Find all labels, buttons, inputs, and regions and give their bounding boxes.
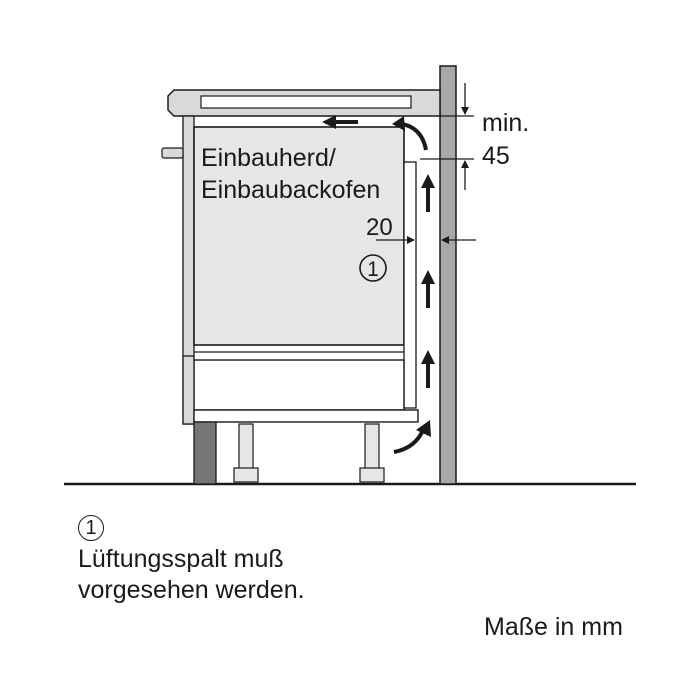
leg-foot <box>359 467 385 483</box>
worktop <box>167 89 441 117</box>
plinth-left <box>193 421 217 485</box>
base-shelf <box>193 409 419 423</box>
min-value-label: 45 <box>482 142 510 170</box>
gap-value-label: 20 <box>366 214 393 241</box>
appliance-right-trim <box>403 161 417 409</box>
airflow-arrow-up-icon <box>421 174 435 212</box>
appliance-body <box>193 126 405 346</box>
legend-line2: vorgesehen werden. <box>78 576 305 604</box>
min-label: min. <box>482 109 529 137</box>
appliance-label-line2: Einbaubackofen <box>201 176 380 204</box>
airflow-arrow-up-icon <box>421 270 435 308</box>
legend-line1: Lüftungsspalt muß <box>78 545 284 573</box>
units-note: Maße in mm <box>484 613 623 641</box>
airflow-arrow-left-icon <box>322 115 358 129</box>
drawer-front <box>182 355 195 425</box>
airflow-arrow-up-icon <box>421 350 435 388</box>
oven-handle <box>161 147 184 159</box>
airflow-arrow-curved-icon <box>393 420 431 454</box>
legend-marker: 1 <box>78 515 104 541</box>
leg <box>364 423 380 471</box>
airflow-arrow-curved-icon <box>392 116 428 151</box>
wall <box>439 65 457 485</box>
min-gap-dimension <box>420 83 474 190</box>
leg <box>238 423 254 471</box>
vent-gap-marker-number: 1 <box>367 258 379 281</box>
legend: 1 Lüftungsspalt muß vorgesehen werden. <box>78 511 305 606</box>
leg-foot <box>233 467 259 483</box>
drawer <box>193 359 405 411</box>
vent-gap-marker: 1 <box>359 254 387 282</box>
appliance-label-line1: Einbauherd/ <box>201 144 336 172</box>
